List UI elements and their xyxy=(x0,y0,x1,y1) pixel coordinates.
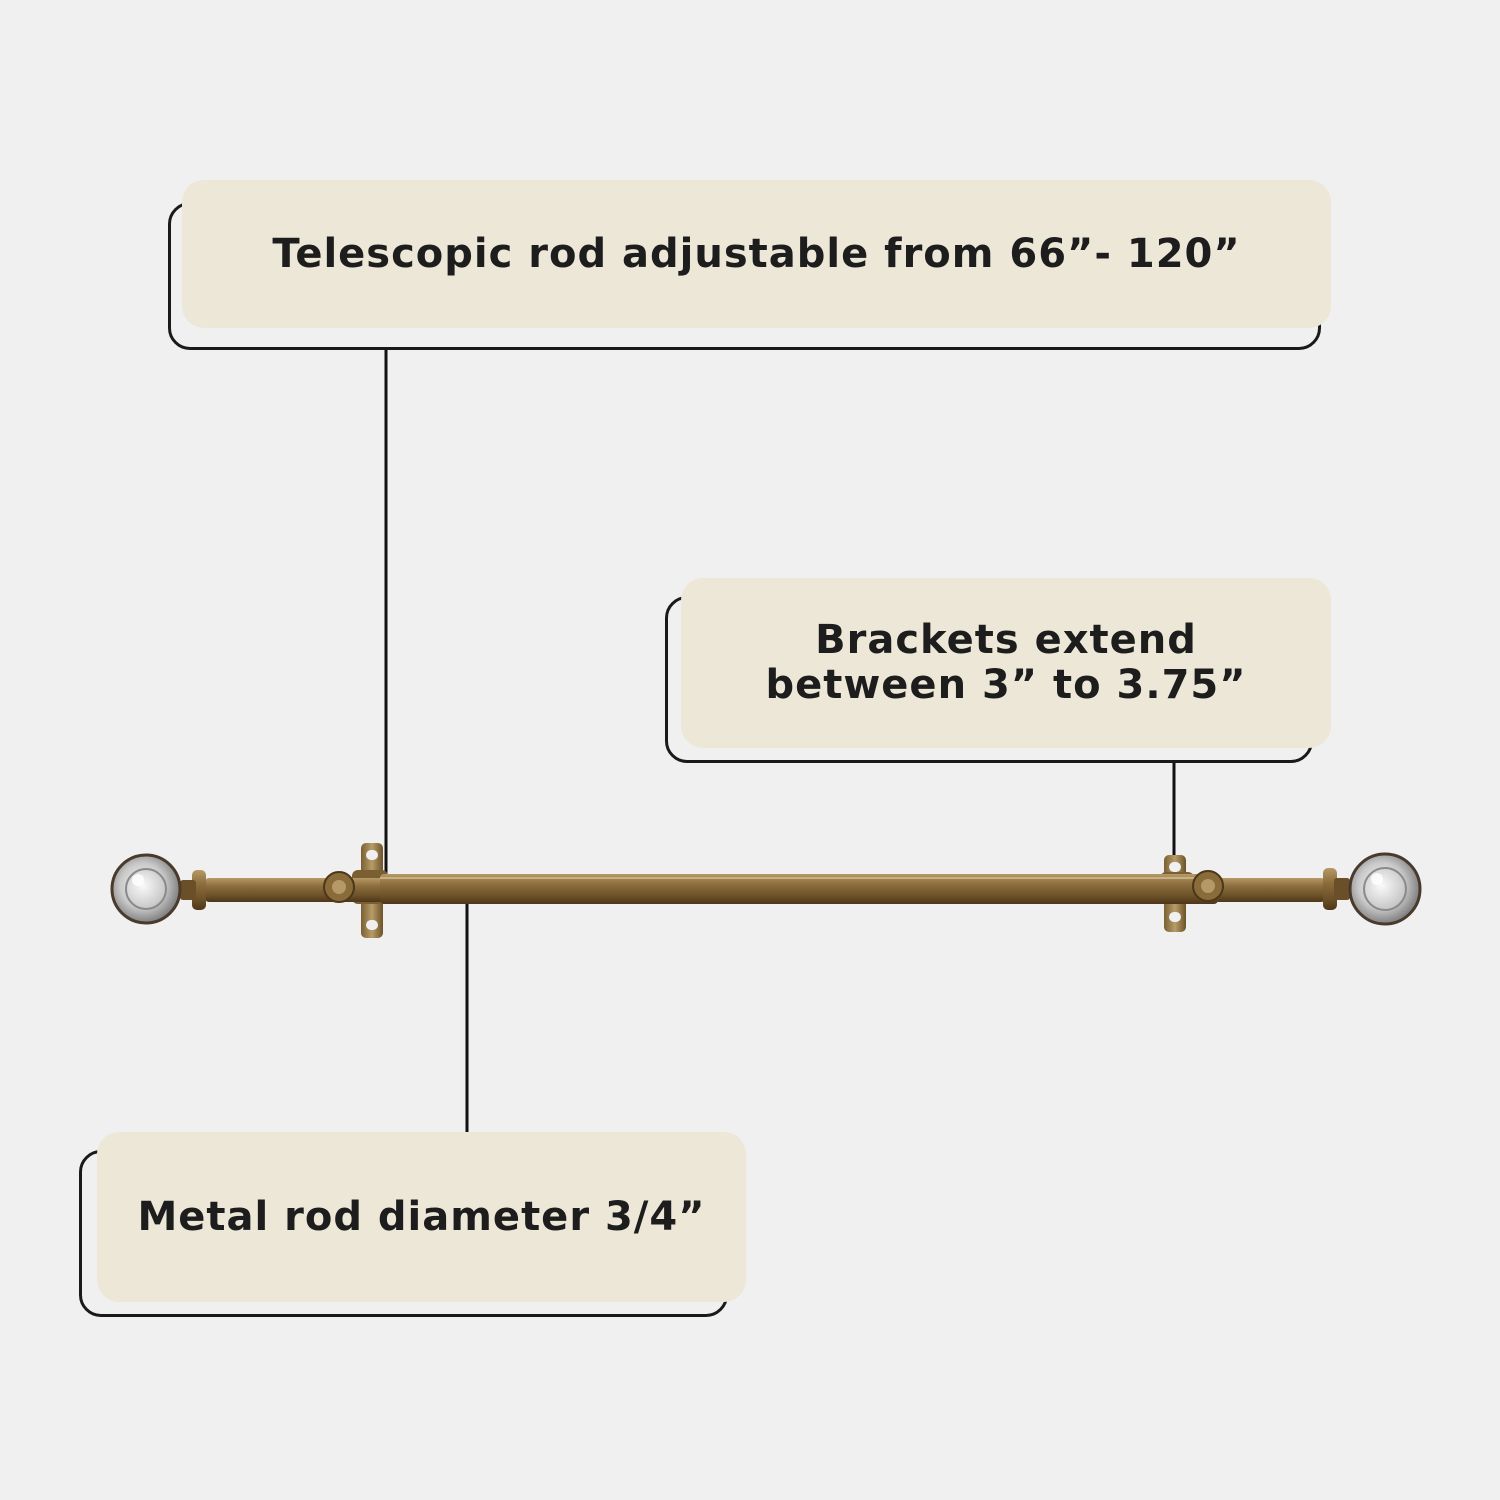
right-rosette xyxy=(1192,870,1224,902)
callout-brackets: Brackets extend between 3” to 3.75” xyxy=(665,578,1333,766)
callout-telescopic: Telescopic rod adjustable from 66”- 120” xyxy=(168,180,1333,352)
callout-diameter: Metal rod diameter 3/4” xyxy=(79,1132,748,1320)
callout-telescopic-text: Telescopic rod adjustable from 66”- 120” xyxy=(272,230,1241,277)
callout-diameter-text: Metal rod diameter 3/4” xyxy=(137,1193,706,1240)
callout-brackets-line2: between 3” to 3.75” xyxy=(765,662,1247,708)
right-finial xyxy=(1323,852,1422,926)
callout-telescopic-box: Telescopic rod adjustable from 66”- 120” xyxy=(182,180,1331,328)
callout-diameter-box: Metal rod diameter 3/4” xyxy=(97,1132,746,1302)
left-finial xyxy=(110,853,206,925)
left-rosette xyxy=(323,871,355,903)
metal-rod xyxy=(205,874,1325,904)
callout-brackets-line1: Brackets extend xyxy=(815,617,1197,664)
callout-brackets-box: Brackets extend between 3” to 3.75” xyxy=(681,578,1331,748)
